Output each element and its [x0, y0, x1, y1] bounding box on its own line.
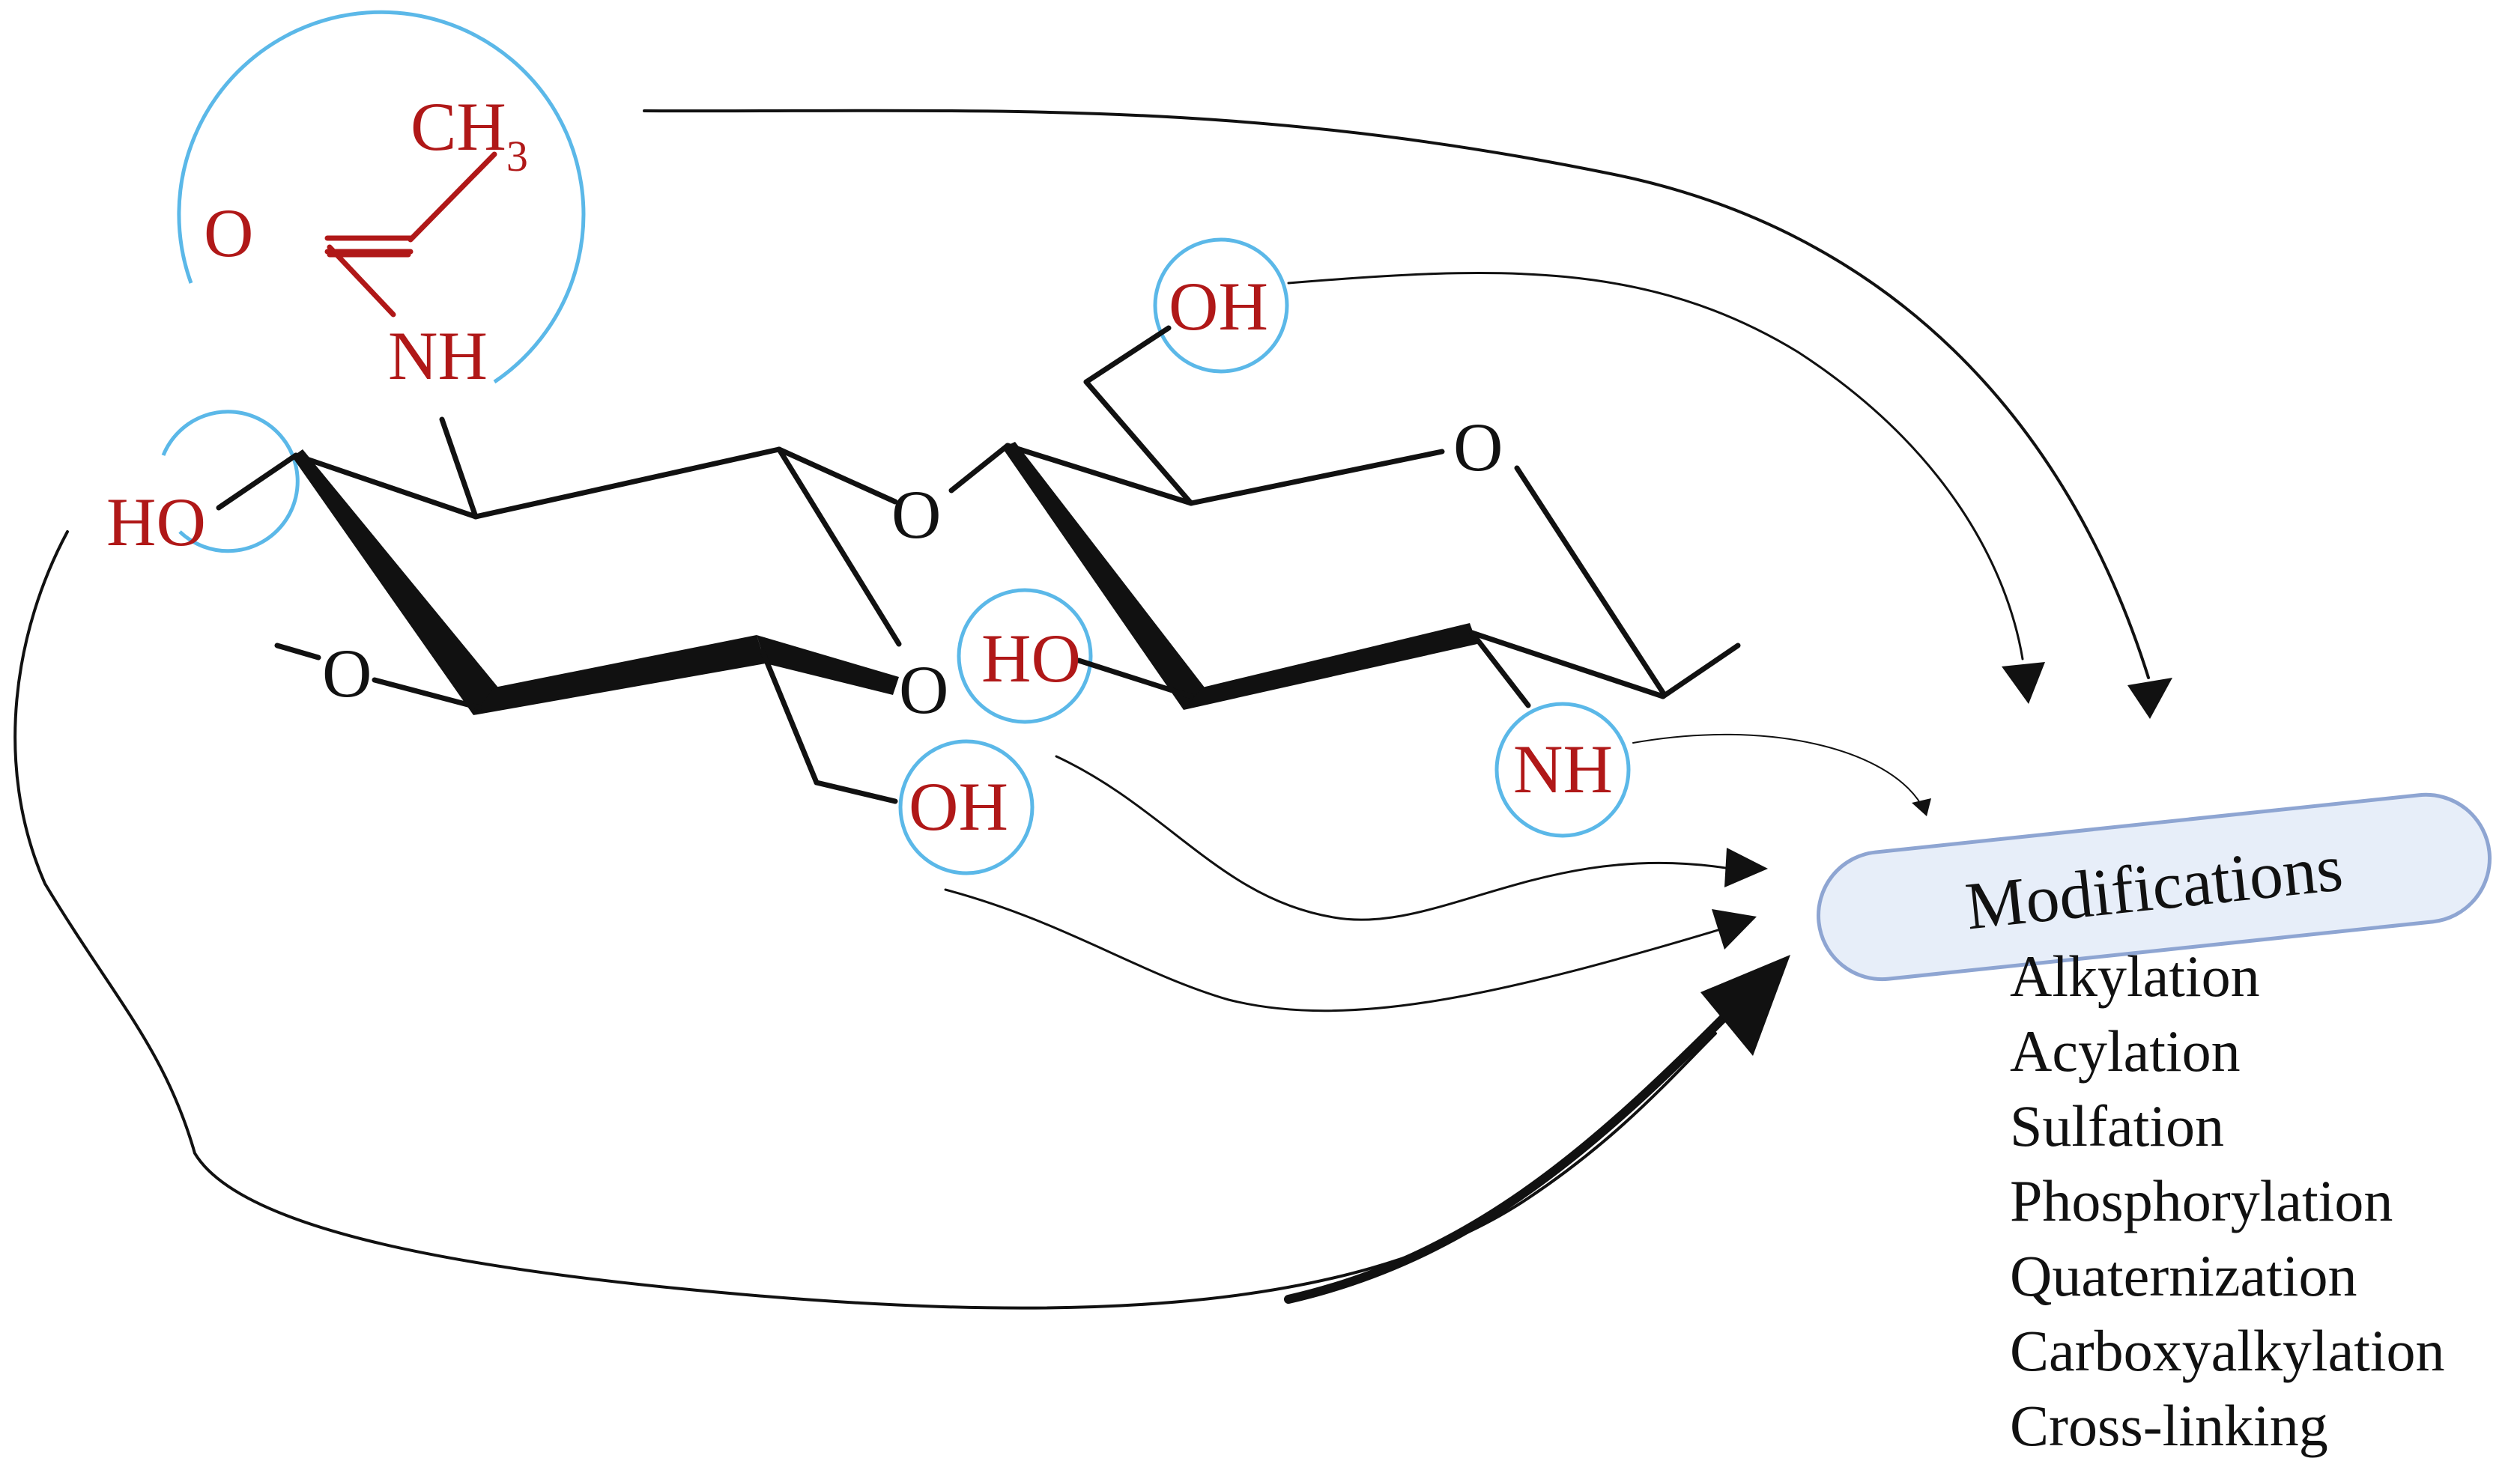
ring2-o-label: O: [1453, 409, 1503, 485]
modification-item: Acylation: [2010, 1018, 2241, 1084]
arrow-from-middle-ho-head: [1724, 848, 1768, 887]
arrows: [13, 109, 2172, 1310]
bottom-oh-highlight-circle: [898, 739, 1035, 875]
middle-ho-highlight-circle: [957, 588, 1093, 724]
modification-item: Phosphorylation: [2010, 1168, 2393, 1233]
acetyl-highlight-circle: [177, 10, 586, 384]
arrow-from-amine: [1632, 733, 1922, 806]
modification-item: Alkylation: [2010, 944, 2260, 1009]
acetyl-o-label: O: [204, 195, 253, 271]
left-ho-highlight-circle: [161, 410, 300, 553]
arrow-from-acetyl-a: [643, 109, 2150, 679]
ring1-o-label: O: [899, 652, 948, 728]
modification-item: Cross-linking: [2010, 1393, 2328, 1458]
middle-ho-label: HO: [981, 620, 1081, 696]
sugar-ring-right: [948, 325, 1741, 710]
arrow-from-left-ho-head: [1700, 955, 1790, 1056]
arrow-from-amine-head: [1912, 798, 1931, 816]
amine-highlight-circle: [1494, 702, 1631, 838]
modification-item: Sulfation: [2010, 1093, 2224, 1158]
arrow-from-bottom-oh: [944, 888, 1724, 1012]
modifications-pill: Modifications: [1816, 792, 2492, 982]
arrow-from-left-ho: [13, 530, 1717, 1310]
arrow-from-top-oh-head: [2002, 662, 2045, 704]
modification-item: Carboxyalkylation: [2010, 1318, 2445, 1383]
atom-labels: CH3 O NH HO O O O O OH HO OH NH: [106, 88, 1613, 845]
sugar-ring-left: [216, 416, 902, 804]
arrow-from-top-oh: [1287, 272, 2024, 660]
left-ho-label: HO: [106, 484, 206, 560]
modification-item: Quaternization: [2010, 1243, 2357, 1308]
arrow-from-bottom-oh-head: [1712, 909, 1757, 950]
acetyl-subscript: 3: [506, 132, 528, 180]
acetyl-ch-text: CH: [411, 88, 506, 165]
arrow-from-acetyl-a-head: [2127, 678, 2172, 719]
left-o-label: O: [322, 635, 372, 711]
acetyl-ch3-label: CH3: [411, 88, 528, 180]
arrow-from-middle-ho: [1055, 755, 1732, 921]
top-oh-highlight-circle: [1153, 237, 1289, 374]
acetyl-nh-label: NH: [388, 318, 488, 394]
bottom-oh-label: OH: [909, 768, 1008, 845]
arrow-from-left-ho-thick: [1284, 1014, 1727, 1304]
modifications-list: Alkylation Acylation Sulfation Phosphory…: [2010, 944, 2445, 1458]
acetyl-group: [324, 151, 497, 318]
modifications-pill-box: [1816, 792, 2492, 982]
top-oh-label: OH: [1169, 268, 1268, 344]
highlight-circles: [161, 10, 1631, 875]
bridge-o-label: O: [891, 476, 941, 553]
amine-nh-label: NH: [1513, 731, 1613, 807]
